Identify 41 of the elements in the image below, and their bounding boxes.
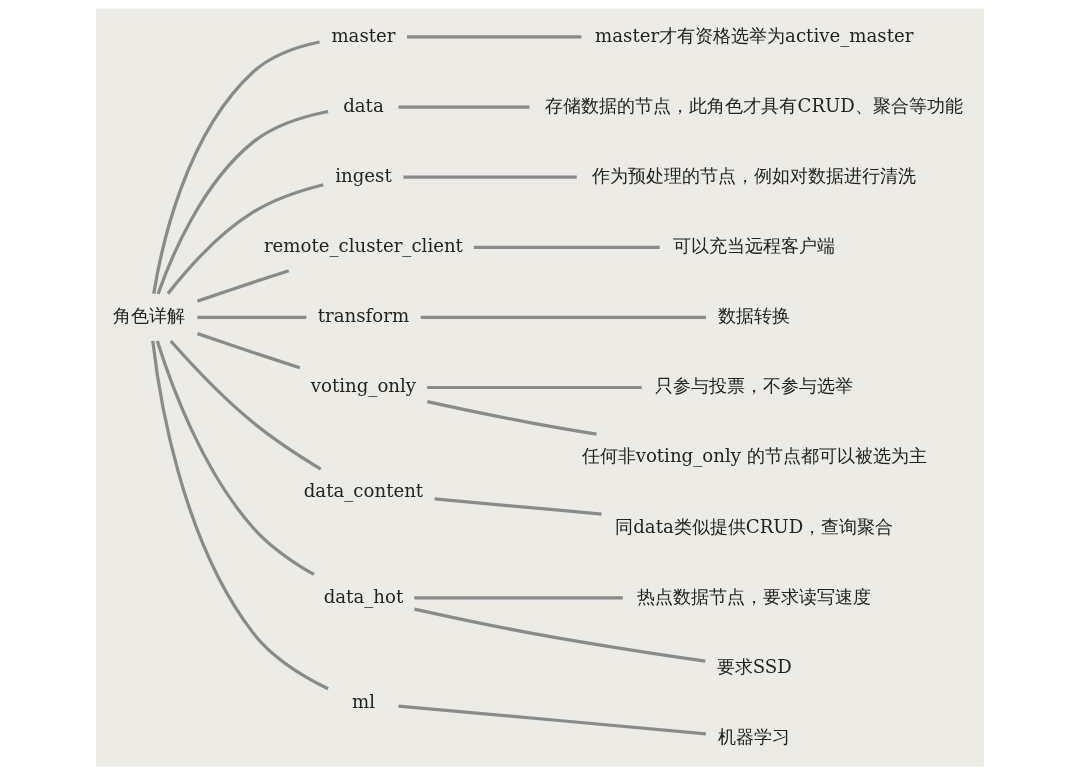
- connector: [152, 40, 320, 294]
- connector: [155, 340, 315, 576]
- connector: [398, 105, 530, 109]
- connector: [166, 183, 324, 295]
- connector: [197, 315, 307, 319]
- node-text: 热点数据节点，要求读写速度: [637, 585, 872, 607]
- node-text: voting_only: [310, 375, 417, 397]
- node-text: data_content: [303, 480, 424, 502]
- node-text: remote_cluster_client: [263, 235, 463, 257]
- node-text: 只参与投票，不参与选举: [655, 375, 854, 397]
- connector: [196, 332, 301, 370]
- node-text: 作为预处理的节点，例如对数据进行清洗: [592, 164, 917, 186]
- node-text: 要求SSD: [716, 655, 792, 677]
- connector: [426, 400, 597, 436]
- node-text: 存储数据的节点，此角色才具有CRUD、聚合等功能: [545, 94, 963, 116]
- node-text: 角色详解: [113, 305, 186, 327]
- connector: [414, 596, 623, 600]
- node-text: ingest: [335, 164, 392, 186]
- connector: [414, 607, 706, 663]
- connector: [196, 269, 290, 303]
- node-text: master: [331, 24, 396, 46]
- node-text: data: [343, 94, 384, 116]
- connector: [398, 704, 706, 736]
- node-text: ml: [351, 690, 375, 712]
- node-text: master才有资格选举为active_master: [595, 24, 914, 46]
- connector: [407, 35, 582, 39]
- connector: [156, 109, 329, 295]
- node-text: 机器学习: [718, 725, 791, 747]
- connector: [420, 315, 707, 319]
- node-text: 任何非voting_only 的节点都可以被选为主: [581, 445, 927, 467]
- connector: [473, 245, 660, 249]
- node-text: 同data类似提供CRUD，查询聚合: [615, 515, 894, 537]
- connector: [169, 339, 322, 471]
- connector: [151, 340, 329, 691]
- node-text: 数据转换: [718, 305, 791, 327]
- connector: [434, 497, 602, 516]
- node-text: 可以充当远程客户端: [673, 235, 836, 257]
- connector: [427, 385, 642, 390]
- connector: [403, 175, 577, 179]
- node-text: data_hot: [323, 585, 404, 607]
- node-text: transform: [317, 305, 410, 327]
